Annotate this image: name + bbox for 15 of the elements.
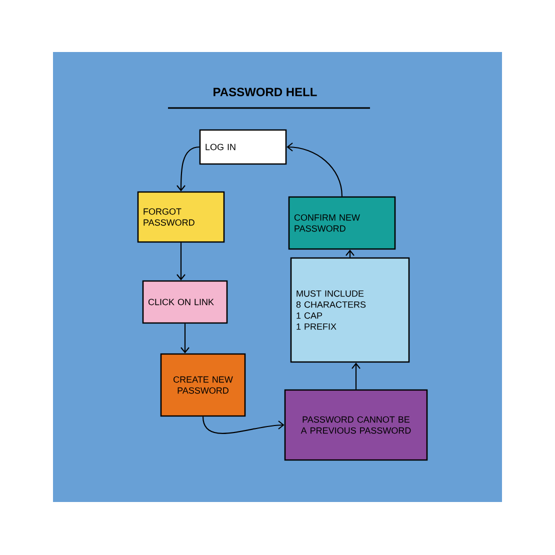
process-box: MUST INCLUDE 8 CHARACTERS 1 CAP 1 PREFIX — [290, 257, 410, 363]
arrow — [202, 416, 284, 434]
process-box: FORGOT PASSWORD — [137, 191, 225, 243]
arrow — [180, 324, 190, 354]
arrow — [286, 142, 343, 196]
process-box: LOG IN — [199, 129, 287, 165]
process-box: PASSWORD CANNOT BE A PREVIOUS PASSWORD — [284, 389, 428, 461]
arrow — [346, 250, 354, 258]
arrow — [352, 362, 360, 390]
title: PASSWORD HELL — [168, 88, 370, 109]
process-box: CLICK ON LINK — [142, 280, 228, 324]
process-box: CREATE NEW PASSWORD — [160, 353, 246, 417]
arrow — [176, 242, 186, 280]
process-box: CONFIRM NEW PASSWORD — [288, 196, 396, 250]
arrow — [176, 146, 200, 192]
